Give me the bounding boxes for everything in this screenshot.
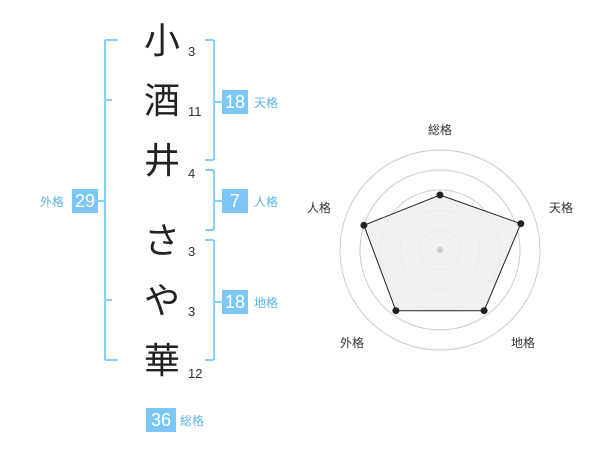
radar-axis-label-tenkaku: 天格 — [549, 201, 574, 215]
radar-ring-5 — [339, 149, 541, 351]
chikaku-value: 18 — [222, 290, 248, 314]
radar-point-chikaku — [480, 307, 488, 315]
stroke-count-4: 3 — [188, 244, 196, 259]
radar-point-jinkaku — [360, 221, 368, 229]
gaikaku-label: 外格 — [40, 195, 65, 209]
stroke-count-3: 4 — [188, 166, 196, 181]
radar-axis-label-gaikaku: 外格 — [340, 336, 365, 350]
radar-axis-label-jinkaku: 人格 — [307, 201, 332, 215]
tenkaku-label: 天格 — [254, 96, 279, 110]
stroke-count-6: 12 — [188, 366, 203, 381]
chikaku-label: 地格 — [254, 296, 279, 310]
jinkaku-label: 人格 — [254, 195, 279, 209]
name-char-3: 井 — [143, 141, 180, 182]
name-char-5: や — [143, 281, 180, 322]
radar-point-soukaku — [436, 191, 444, 199]
stroke-count-5: 3 — [188, 304, 196, 319]
tenkaku-value: 18 — [222, 90, 248, 114]
name-char-6: 華 — [143, 341, 180, 382]
radar-point-gaikaku — [392, 307, 400, 315]
radar-point-tenkaku — [517, 220, 525, 228]
soukaku-value: 36 — [146, 408, 176, 432]
jinkaku-value: 7 — [222, 189, 248, 213]
name-char-2: 酒 — [143, 81, 180, 122]
soukaku-label: 総格 — [180, 414, 205, 428]
radar-ring-4 — [359, 169, 521, 331]
radar-axis-label-chikaku: 地格 — [511, 336, 536, 350]
name-char-4: さ — [143, 221, 180, 262]
radar-center-dot — [437, 247, 443, 253]
radar-axis-label-soukaku: 総格 — [428, 123, 453, 137]
stroke-count-2: 11 — [188, 104, 202, 119]
name-char-1: 小 — [143, 21, 180, 62]
gaikaku-value: 29 — [72, 189, 98, 213]
stroke-count-1: 3 — [188, 44, 196, 59]
radar-polygon — [363, 194, 522, 312]
